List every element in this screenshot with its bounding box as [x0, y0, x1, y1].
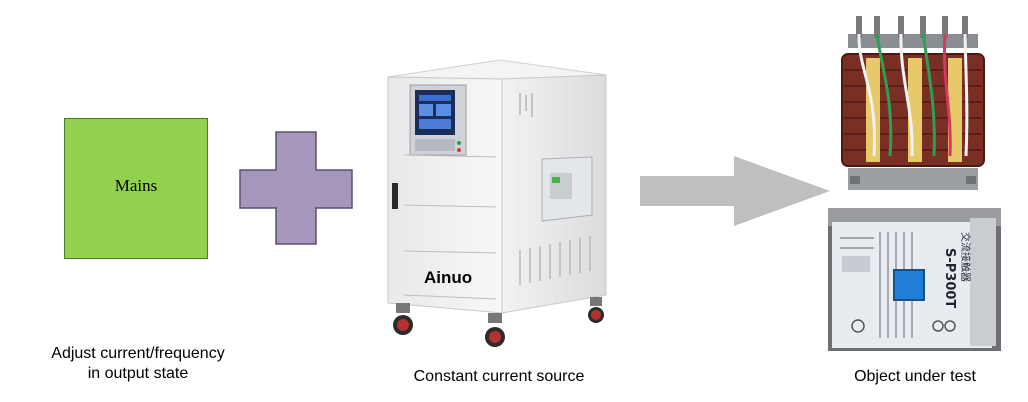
contactor-image: S-P300T 交流接触器	[828, 208, 1001, 351]
source-caption: Constant current source	[413, 368, 585, 385]
nameplate-model: S-P300T	[942, 248, 957, 308]
mains-caption-line1: Adjust current/frequency	[51, 345, 225, 362]
mains-box: Mains	[64, 118, 208, 259]
constant-current-source-image: Ainuo	[387, 59, 607, 347]
mains-caption-line2: in output state	[87, 365, 189, 382]
object-caption: Object under test	[854, 368, 976, 385]
right-arrow-icon	[640, 156, 830, 226]
mains-caption: Adjust current/frequency in output state	[22, 344, 254, 384]
nameplate-title: 交流接触器	[959, 232, 972, 282]
plus-icon	[239, 131, 353, 245]
transformer-image	[838, 10, 988, 194]
brand-label: Ainuo	[424, 268, 472, 287]
mains-label: Mains	[114, 175, 158, 195]
